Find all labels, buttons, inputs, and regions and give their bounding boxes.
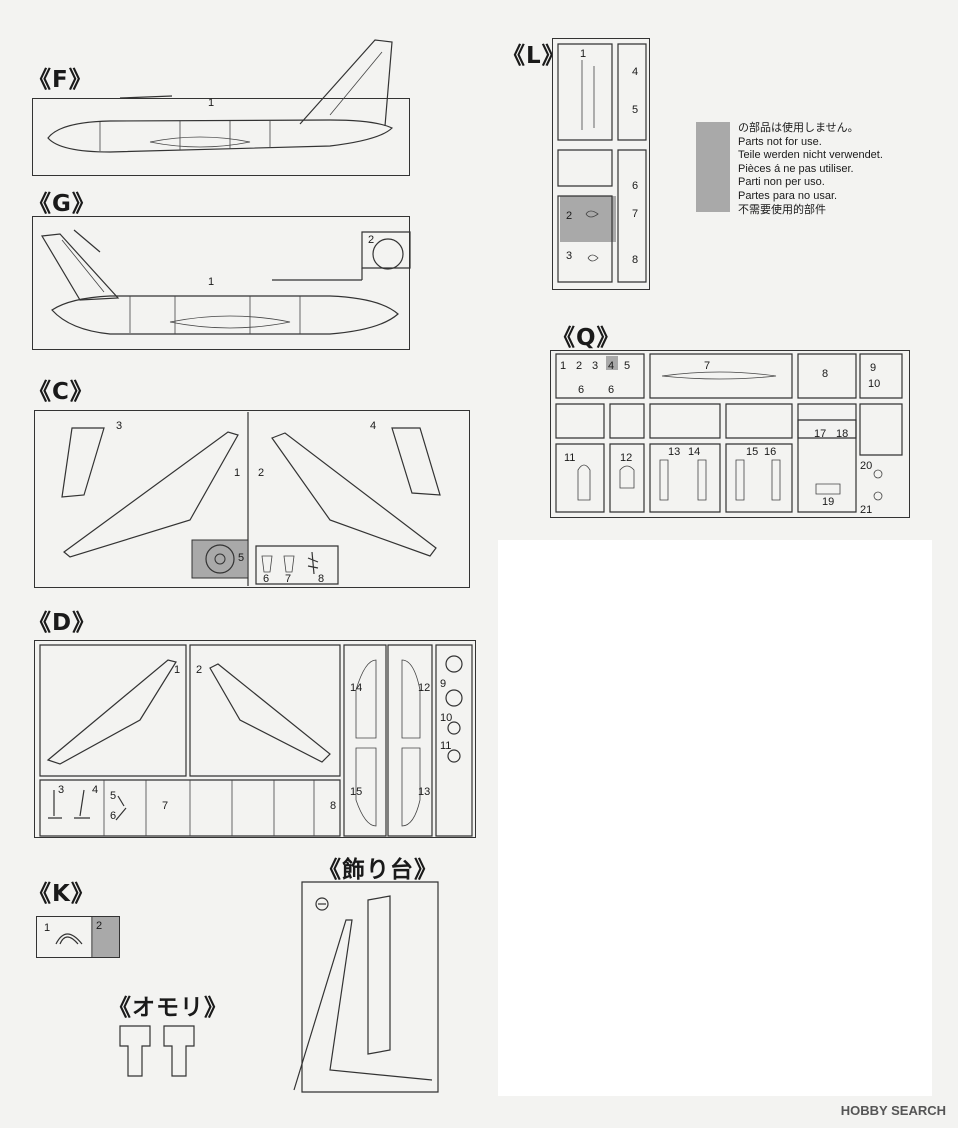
part-num-q-6b: 6 — [608, 384, 615, 396]
part-num-d-9: 9 — [440, 678, 447, 690]
part-num-q-17: 17 — [814, 428, 827, 440]
section-label-stand: 《飾り台》 — [318, 857, 438, 883]
section-label-omori: 《オモリ》 — [108, 995, 228, 1021]
part-num-l-6: 6 — [632, 180, 639, 192]
part-num-c-7: 7 — [285, 573, 292, 585]
part-num-d-13: 13 — [418, 786, 431, 798]
part-num-c-6: 6 — [263, 573, 270, 585]
part-num-q-5: 5 — [624, 360, 631, 372]
sprue-frame-l — [552, 38, 650, 290]
part-num-d-7: 7 — [162, 800, 169, 812]
part-num-d-3: 3 — [58, 784, 65, 796]
blank-area — [498, 540, 932, 1096]
part-num-c-4: 4 — [370, 420, 377, 432]
watermark: HOBBY SEARCH — [840, 1103, 946, 1118]
section-label-q: 《Q》 — [552, 325, 621, 351]
section-label-g: 《G》 — [28, 191, 96, 217]
legend-line-en: Parts not for use. — [738, 135, 822, 148]
part-num-d-5: 5 — [110, 790, 117, 802]
part-num-l-1: 1 — [580, 48, 587, 60]
part-num-q-13: 13 — [668, 446, 681, 458]
part-q-4-not-used — [606, 356, 618, 370]
part-k-2-not-used — [93, 917, 119, 957]
part-num-f-1: 1 — [208, 97, 215, 109]
part-num-l-4: 4 — [632, 66, 639, 78]
section-label-d: 《D》 — [28, 610, 97, 636]
part-num-q-4: 4 — [608, 360, 615, 372]
sprue-frame-d — [34, 640, 476, 838]
legend-line-fr: Pièces á ne pas utiliser. — [738, 162, 854, 175]
legend-line-es: Partes para no usar. — [738, 189, 838, 202]
part-num-k-1: 1 — [44, 922, 51, 934]
sprue-frame-c — [34, 410, 470, 588]
part-num-q-19: 19 — [822, 496, 835, 508]
part-num-q-8: 8 — [822, 368, 829, 380]
part-num-d-2: 2 — [196, 664, 203, 676]
section-label-k: 《K》 — [28, 881, 95, 907]
part-num-q-15: 15 — [746, 446, 759, 458]
part-num-d-12: 12 — [418, 682, 431, 694]
part-num-q-16: 16 — [764, 446, 777, 458]
part-num-d-15: 15 — [350, 786, 363, 798]
part-num-g-1: 1 — [208, 276, 215, 288]
part-num-d-11: 11 — [440, 740, 452, 752]
part-num-c-5: 5 — [238, 552, 245, 564]
legend-line-de: Teile werden nicht verwendet. — [738, 149, 883, 162]
legend-line-zh: 不需要使用的部件 — [738, 203, 826, 216]
part-num-q-10: 10 — [868, 378, 881, 390]
sprue-frame-f — [32, 98, 410, 176]
part-num-c-2: 2 — [258, 467, 265, 479]
part-num-c-8: 8 — [318, 573, 325, 585]
part-num-l-7: 7 — [632, 208, 639, 220]
part-num-q-9: 9 — [870, 362, 877, 374]
sprue-frame-k — [36, 916, 120, 958]
part-num-q-3: 3 — [592, 360, 599, 372]
part-num-q-1: 1 — [560, 360, 567, 372]
legend-line-ja: の部品は使用しません。 — [738, 122, 859, 134]
part-num-c-3: 3 — [116, 420, 123, 432]
part-num-q-12: 12 — [620, 452, 633, 464]
part-num-d-4: 4 — [92, 784, 99, 796]
part-num-q-2: 2 — [576, 360, 583, 372]
part-num-l-5: 5 — [632, 104, 639, 116]
section-label-c: 《C》 — [28, 379, 94, 405]
part-num-q-11: 11 — [564, 452, 576, 464]
part-num-d-6: 6 — [110, 810, 117, 822]
part-num-d-1: 1 — [174, 664, 181, 676]
section-label-f: 《F》 — [28, 67, 93, 93]
part-num-q-6a: 6 — [578, 384, 585, 396]
part-num-d-10: 10 — [440, 712, 453, 724]
part-num-q-7: 7 — [704, 360, 711, 372]
part-num-c-1: 1 — [234, 467, 241, 479]
part-num-q-14: 14 — [688, 446, 701, 458]
part-num-l-3: 3 — [566, 250, 573, 262]
part-num-l-2: 2 — [566, 210, 573, 222]
part-num-l-8: 8 — [632, 254, 639, 266]
sprue-frame-g — [32, 216, 410, 350]
part-num-k-2: 2 — [96, 920, 103, 932]
part-num-q-18: 18 — [836, 428, 849, 440]
part-num-d-8: 8 — [330, 800, 337, 812]
part-num-g-2: 2 — [368, 234, 375, 246]
legend-swatch — [696, 122, 730, 212]
part-num-d-14: 14 — [350, 682, 363, 694]
sprue-frame-q — [550, 350, 910, 518]
legend-line-it: Parti non per uso. — [738, 176, 825, 189]
part-l-2-not-used — [560, 196, 616, 242]
section-label-l: 《L》 — [502, 43, 566, 69]
part-num-q-20: 20 — [860, 460, 873, 472]
part-num-q-21: 21 — [860, 504, 873, 516]
legend-text: の部品は使用しません。 Parts not for use. Teile wer… — [738, 122, 883, 217]
